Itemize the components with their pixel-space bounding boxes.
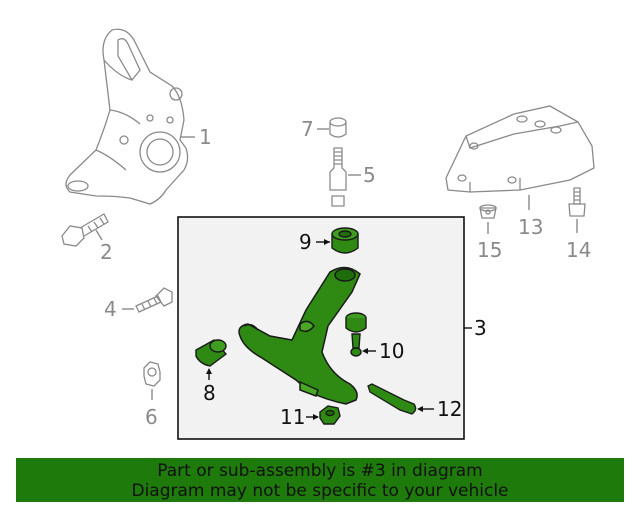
control-arm-part-3[interactable] xyxy=(238,266,361,405)
bolt-part-4[interactable] xyxy=(135,287,173,313)
bushing-part-9[interactable] xyxy=(331,227,359,254)
callout-11: 11 xyxy=(280,405,305,429)
nut-part-15[interactable] xyxy=(479,204,497,219)
bushing-part-8[interactable] xyxy=(195,339,228,367)
callout-1: 1 xyxy=(199,125,212,149)
bolt-part-2[interactable] xyxy=(61,213,109,247)
callout-14: 14 xyxy=(566,238,591,262)
callout-12: 12 xyxy=(437,397,462,421)
callout-9: 9 xyxy=(299,230,312,254)
callout-15: 15 xyxy=(477,238,502,262)
nut-part-7[interactable] xyxy=(329,117,347,138)
nut-part-6[interactable] xyxy=(143,361,161,387)
callout-2: 2 xyxy=(100,240,113,264)
callout-7: 7 xyxy=(301,117,314,141)
callout-10: 10 xyxy=(379,339,404,363)
bracket-part-12[interactable] xyxy=(367,383,417,415)
stud-part-5[interactable] xyxy=(329,147,347,207)
ball-joint-part-10[interactable] xyxy=(345,312,367,357)
callout-13: 13 xyxy=(518,215,543,239)
callout-8: 8 xyxy=(203,381,216,405)
bracket-part-13[interactable] xyxy=(445,105,595,193)
callout-6: 6 xyxy=(145,405,158,429)
info-banner: Part or sub-assembly is #3 in diagram Di… xyxy=(16,458,624,502)
callout-3: 3 xyxy=(474,316,487,340)
banner-line-1: Part or sub-assembly is #3 in diagram xyxy=(157,461,483,481)
steering-knuckle-part[interactable] xyxy=(65,28,189,205)
callout-5: 5 xyxy=(363,163,376,187)
callout-4: 4 xyxy=(104,297,117,321)
nut-part-11[interactable] xyxy=(319,405,341,425)
bolt-part-14[interactable] xyxy=(568,187,586,217)
banner-line-2: Diagram may not be specific to your vehi… xyxy=(131,481,509,501)
